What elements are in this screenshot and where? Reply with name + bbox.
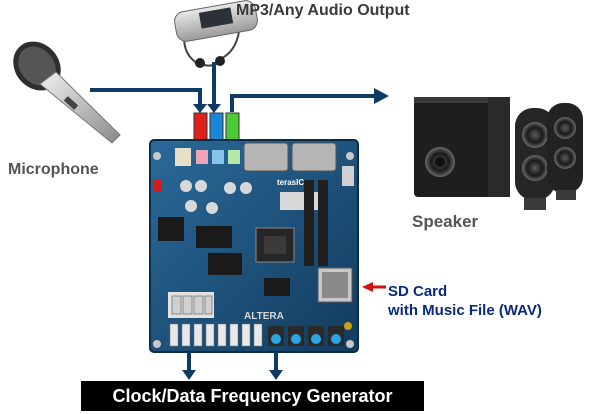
mp3-to-board-arrow bbox=[207, 62, 221, 113]
board-to-speaker-arrow bbox=[230, 88, 389, 112]
buttons-to-generator-arrow bbox=[269, 352, 283, 380]
mp3-audio-output-label: MP3/Any Audio Output bbox=[236, 2, 410, 19]
fpga-board-image bbox=[149, 139, 359, 353]
line-in-jack-red bbox=[193, 112, 208, 141]
mic-in-jack-blue bbox=[209, 112, 224, 141]
sd-card-music-file-label: with Music File (WAV) bbox=[388, 302, 542, 319]
speaker-image bbox=[414, 97, 583, 210]
speaker-label: Speaker bbox=[412, 212, 479, 231]
terasic-logo: terasIC bbox=[277, 178, 304, 187]
line-out-jack-green bbox=[225, 112, 240, 141]
sd-card-label: SD Card bbox=[388, 283, 448, 300]
microphone-image bbox=[13, 41, 121, 144]
sd-card-arrow bbox=[362, 282, 386, 292]
mic-to-board-arrow bbox=[90, 88, 207, 113]
frequency-generator-box: Clock/Data Frequency Generator bbox=[81, 381, 424, 411]
switches-to-generator-arrow bbox=[182, 352, 196, 380]
microphone-label: Microphone bbox=[8, 161, 99, 178]
frequency-generator-label: Clock/Data Frequency Generator bbox=[112, 386, 393, 406]
altera-logo: ALTERA bbox=[244, 311, 284, 322]
mp3-player-image bbox=[174, 0, 258, 68]
